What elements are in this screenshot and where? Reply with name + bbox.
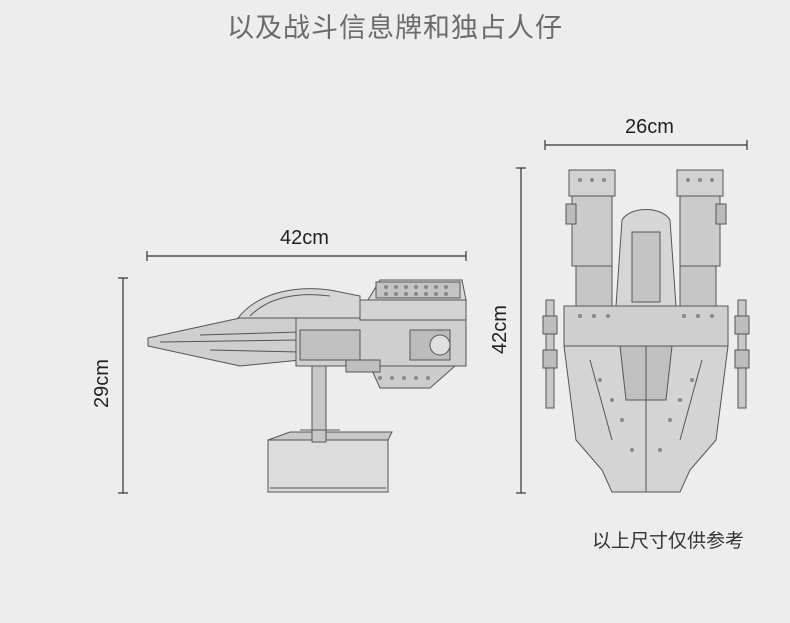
top-view-height-dimension [516, 167, 526, 494]
side-view-width-dimension [146, 251, 467, 261]
side-view-height-label: 29cm [90, 359, 113, 408]
side-view-width-label: 42cm [280, 227, 329, 249]
page-title: 以及战斗信息牌和独占人仔 [227, 13, 563, 44]
side-view-height-dimension [118, 277, 128, 494]
reference-note: 以上尺寸仅供参考 [591, 530, 744, 552]
top-view-width-label: 26cm [625, 116, 674, 138]
top-view-model [542, 169, 750, 493]
top-view-height-label: 42cm [488, 305, 511, 354]
top-view-width-dimension [544, 140, 748, 150]
side-view-model [147, 279, 467, 493]
